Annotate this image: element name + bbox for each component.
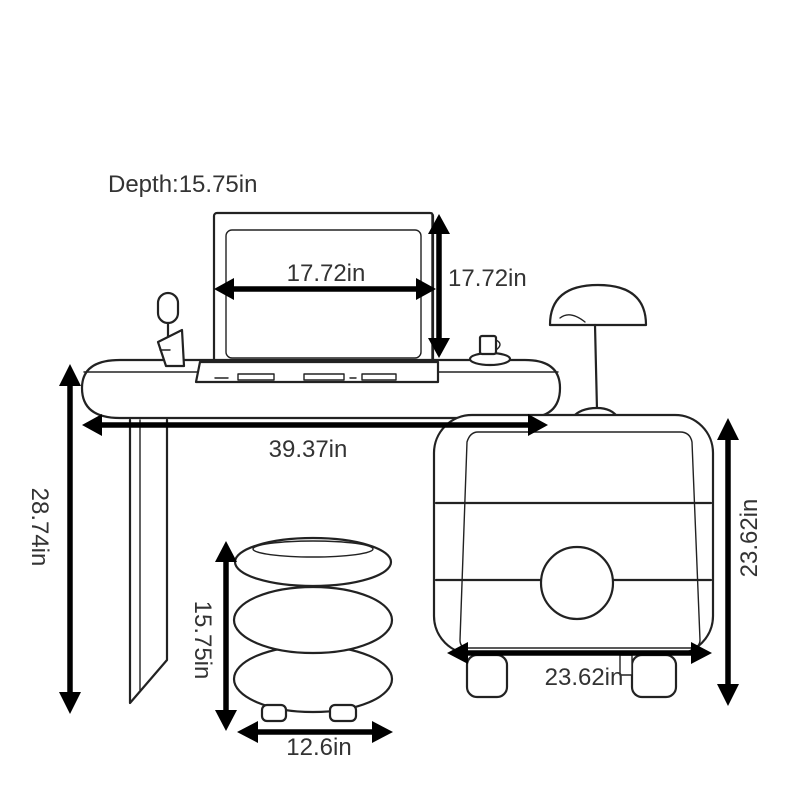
arrow-cabinet-height [717, 418, 739, 706]
desk-leg [128, 418, 169, 705]
label-stool-height: 15.75in [189, 601, 216, 680]
label-cabinet-height: 23.62in [736, 499, 763, 578]
label-cabinet-width: 23.62in [545, 664, 624, 691]
arrow-desk-width [82, 414, 548, 436]
depth-label: Depth:15.75in [108, 171, 257, 198]
microphone [156, 291, 186, 368]
label-monitor-height: 17.72in [448, 265, 527, 292]
arrow-cabinet-width [447, 642, 712, 664]
cabinet-knob [539, 545, 615, 621]
arrow-desk-height [59, 364, 81, 714]
label-desk-width: 39.37in [269, 436, 348, 463]
stool [232, 536, 394, 723]
lamp [548, 283, 648, 420]
cabinet [432, 413, 715, 699]
cup [468, 334, 512, 367]
keyboard [194, 360, 440, 384]
arrow-stool-height [215, 541, 237, 731]
label-monitor-width: 17.72in [287, 260, 366, 287]
label-stool-width: 12.6in [286, 734, 351, 761]
arrow-stool-width [237, 721, 393, 743]
arrow-monitor-height [428, 214, 450, 358]
arrow-monitor-width [214, 278, 436, 300]
label-desk-height: 28.74in [26, 488, 53, 567]
